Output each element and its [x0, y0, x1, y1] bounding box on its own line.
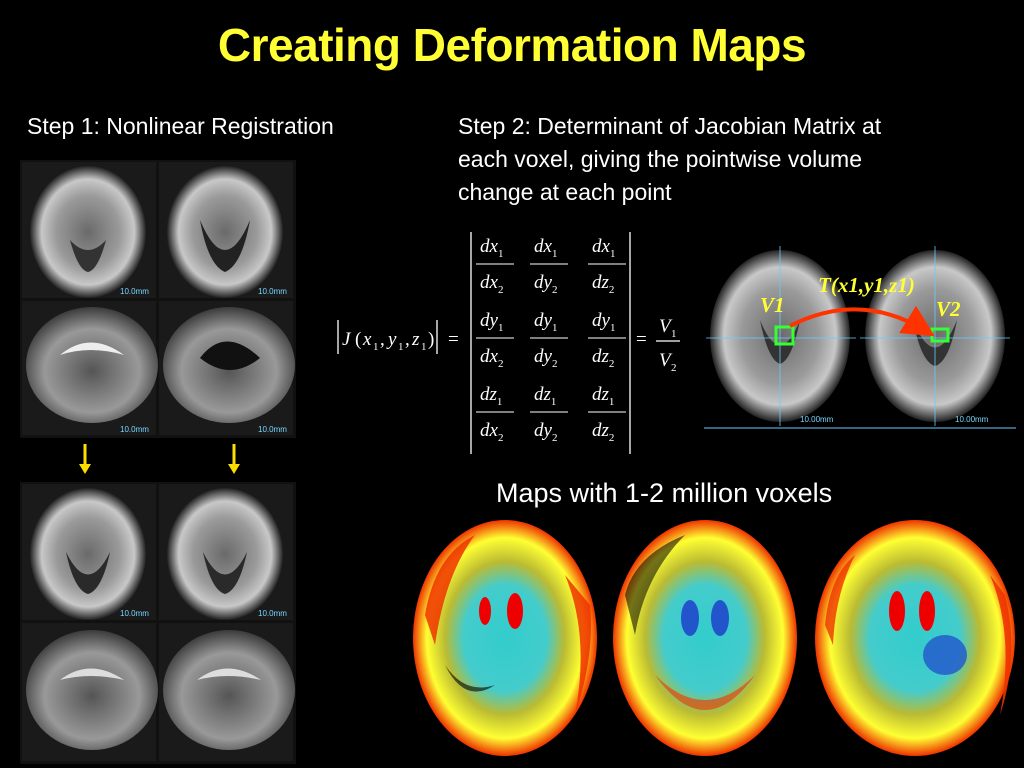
mri-axial-1: 10.0mm: [22, 162, 156, 298]
matrix-entry: dz1 dy2: [530, 384, 568, 444]
mri-scale-label: 10.0mm: [258, 609, 287, 618]
deformation-maps: [413, 520, 1015, 756]
svg-text:dy2: dy2: [534, 420, 557, 444]
down-arrow-icon: [228, 444, 240, 474]
svg-text:dx1: dx1: [534, 236, 557, 260]
svg-text:1: 1: [373, 341, 379, 353]
scale-label-left: 10.00mm: [800, 415, 834, 424]
mri-sagittal-2-registered: [159, 623, 295, 761]
jacobian-matrix: dx1dx2dx1dy2dx1dz2dy1dx2dy1dy2dy1dz2dz1d…: [476, 236, 626, 444]
mri-grid-before: 10.0mm 10.0mm 10.0mm 10.0mm: [20, 160, 296, 438]
svg-text:dx2: dx2: [480, 420, 503, 444]
svg-text:1: 1: [421, 341, 427, 353]
svg-text:z: z: [411, 329, 420, 350]
svg-text:2: 2: [671, 362, 677, 374]
mri-axial-1-registered: 10.0mm: [22, 484, 156, 620]
svg-text:dx2: dx2: [480, 346, 503, 370]
svg-text:dz2: dz2: [592, 420, 614, 444]
matrix-entry: dz1 dz2: [588, 384, 626, 444]
mri-grid-after: 10.0mm 10.0mm: [20, 482, 296, 764]
v1-label: V1: [760, 293, 785, 317]
step2-line-1: Step 2: Determinant of Jacobian Matrix a…: [458, 113, 882, 139]
mri-sagittal-1-registered: [22, 623, 158, 761]
matrix-entry: dz1 dx2: [476, 384, 514, 444]
mri-sagittal-2: 10.0mm: [159, 301, 295, 435]
mri-scale-label: 10.0mm: [258, 425, 287, 434]
matrix-entry: dx1 dx2: [476, 236, 514, 296]
voxel-v1-marker: [774, 325, 795, 346]
transform-arrow-icon: [789, 305, 935, 337]
mri-axial-2: 10.0mm: [159, 162, 293, 298]
svg-text:dy1: dy1: [480, 310, 503, 334]
svg-text:dz1: dz1: [592, 384, 614, 408]
mri-slice-right: 10.00mm: [860, 246, 1010, 426]
matrix-entry: dy1 dz2: [588, 310, 626, 370]
svg-text:,: ,: [380, 329, 385, 350]
matrix-entry: dy1 dx2: [476, 310, 514, 370]
deformation-map-3: [815, 520, 1015, 756]
svg-text:1: 1: [398, 341, 404, 353]
svg-text:dx1: dx1: [592, 236, 615, 260]
svg-text:dy1: dy1: [534, 310, 557, 334]
mri-scale-label: 10.0mm: [258, 287, 287, 296]
svg-text:,: ,: [405, 329, 410, 350]
svg-text:(: (: [355, 329, 361, 350]
maps-caption: Maps with 1-2 million voxels: [496, 478, 833, 508]
matrix-entry: dx1 dy2: [530, 236, 568, 296]
deformation-map-1: [413, 520, 597, 756]
scale-label-right: 10.00mm: [955, 415, 989, 424]
svg-text:dz2: dz2: [592, 346, 614, 370]
svg-text:): ): [428, 329, 434, 350]
svg-text:dy2: dy2: [534, 346, 557, 370]
mri-scale-label: 10.0mm: [120, 609, 149, 618]
v2-label: V2: [936, 297, 961, 321]
svg-text:x: x: [362, 329, 372, 350]
svg-text:dz1: dz1: [534, 384, 556, 408]
transform-label: T(x1,y1,z1): [818, 273, 915, 297]
down-arrows: [79, 444, 240, 474]
svg-text:dy1: dy1: [592, 310, 615, 334]
step2-line-2: each voxel, giving the pointwise volume: [458, 146, 863, 172]
down-arrow-icon: [79, 444, 91, 474]
step2-text: Step 2: Determinant of Jacobian Matrix a…: [458, 110, 998, 209]
svg-text:dx2: dx2: [480, 272, 503, 296]
transform-diagram: 10.00mm 10.00mm V1 V2 T(x1,y1,z1): [704, 246, 1016, 429]
step1-label: Step 1: Nonlinear Registration: [27, 113, 334, 139]
svg-text:dy2: dy2: [534, 272, 557, 296]
svg-text:J: J: [342, 329, 352, 350]
svg-text:dx1: dx1: [480, 236, 503, 260]
mri-slice-left: 10.00mm: [706, 246, 856, 426]
svg-text:V: V: [659, 316, 673, 337]
svg-text:=: =: [448, 329, 459, 350]
deformation-map-2: [613, 520, 797, 756]
matrix-entry: dx1 dz2: [588, 236, 626, 296]
svg-text:dz1: dz1: [480, 384, 502, 408]
mri-scale-label: 10.0mm: [120, 287, 149, 296]
step2-line-3: change at each point: [458, 179, 672, 205]
slide-title: Creating Deformation Maps: [217, 19, 807, 71]
svg-text:V: V: [659, 350, 673, 371]
mri-scale-label: 10.0mm: [120, 425, 149, 434]
svg-text:dz2: dz2: [592, 272, 614, 296]
mri-sagittal-1: 10.0mm: [22, 301, 158, 435]
mri-axial-2-registered: 10.0mm: [159, 484, 293, 620]
svg-text:y: y: [386, 329, 397, 350]
matrix-entry: dy1 dy2: [530, 310, 568, 370]
svg-text:1: 1: [671, 328, 677, 340]
svg-text:=: =: [636, 329, 647, 350]
